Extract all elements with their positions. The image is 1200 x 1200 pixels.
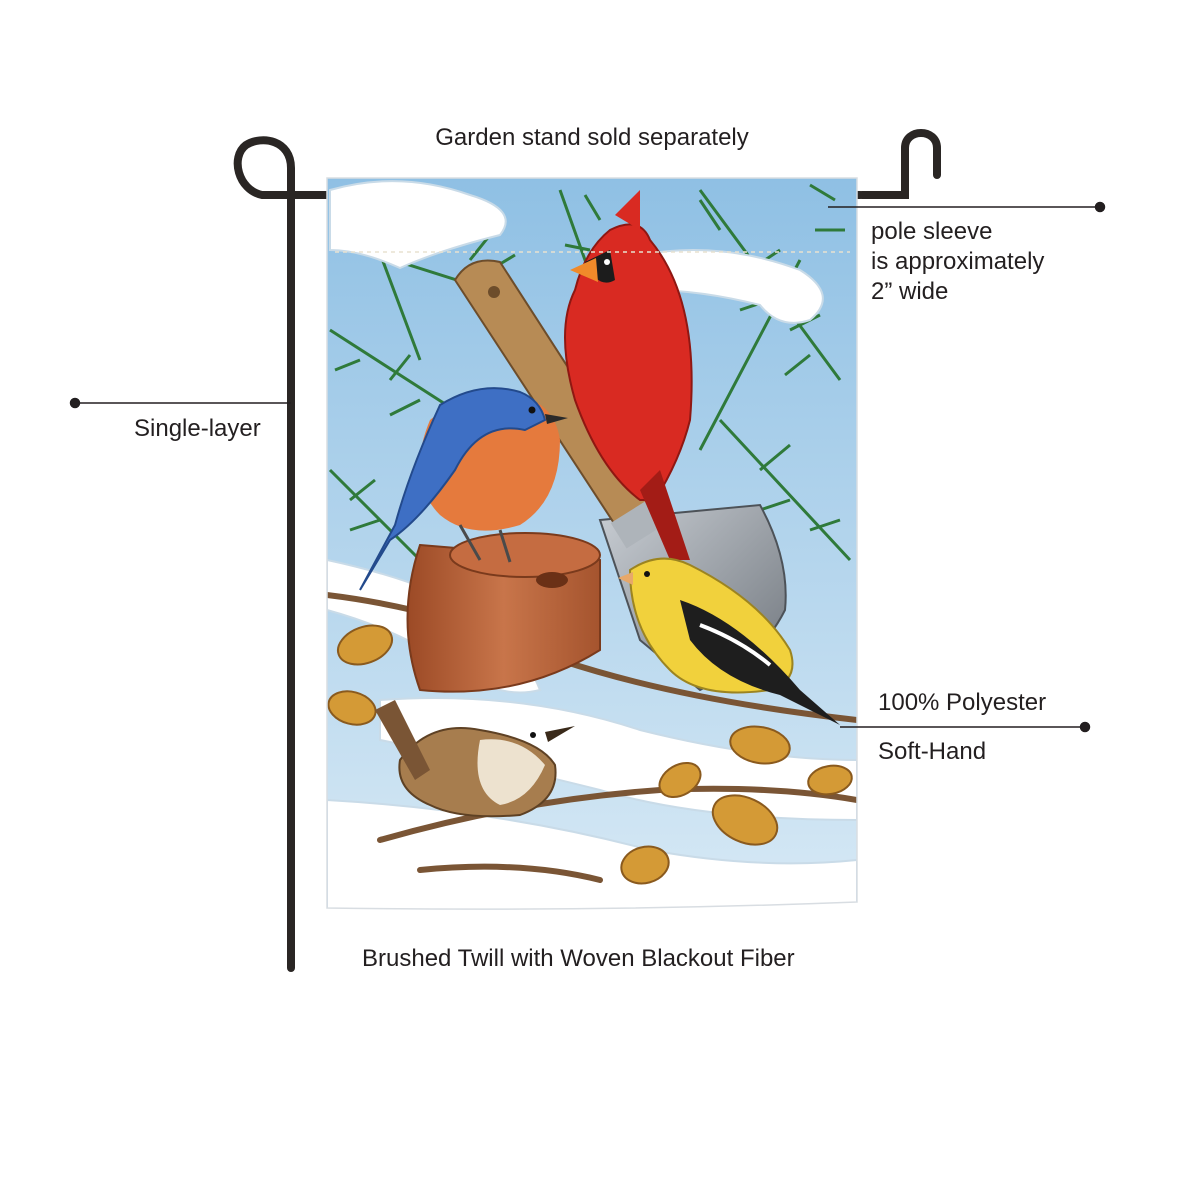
pole-sleeve-line-3: 2” wide	[871, 278, 949, 305]
flag-edge	[326, 177, 858, 910]
pole-sleeve-line-1: pole sleeve	[871, 218, 993, 245]
material-note: 100% Polyester	[878, 689, 1047, 716]
clay-pot	[406, 532, 601, 693]
cardinal-bird	[564, 190, 693, 560]
autumn-leaves	[327, 624, 853, 885]
bluebird	[359, 387, 568, 591]
goldfinch-bird	[618, 557, 840, 725]
callout-lines	[69, 201, 1106, 733]
callout-dot-material	[1079, 721, 1091, 733]
garden-stand	[233, 129, 941, 972]
hand-note: Soft-Hand	[878, 738, 987, 765]
callout-dot-sleeve	[1094, 201, 1106, 213]
pole-sleeve-line-2: is approximately	[871, 248, 1045, 275]
stand-note: Garden stand sold separately	[435, 124, 749, 151]
callout-dot-single-layer	[69, 397, 81, 409]
fabric-note: Brushed Twill with Woven Blackout Fiber	[362, 945, 795, 972]
garden-flag	[327, 178, 857, 910]
pole-sleeve-note: pole sleeve is approximately 2” wide	[871, 217, 1131, 307]
single-layer-note: Single-layer	[134, 415, 261, 442]
wren-bird	[375, 700, 575, 818]
